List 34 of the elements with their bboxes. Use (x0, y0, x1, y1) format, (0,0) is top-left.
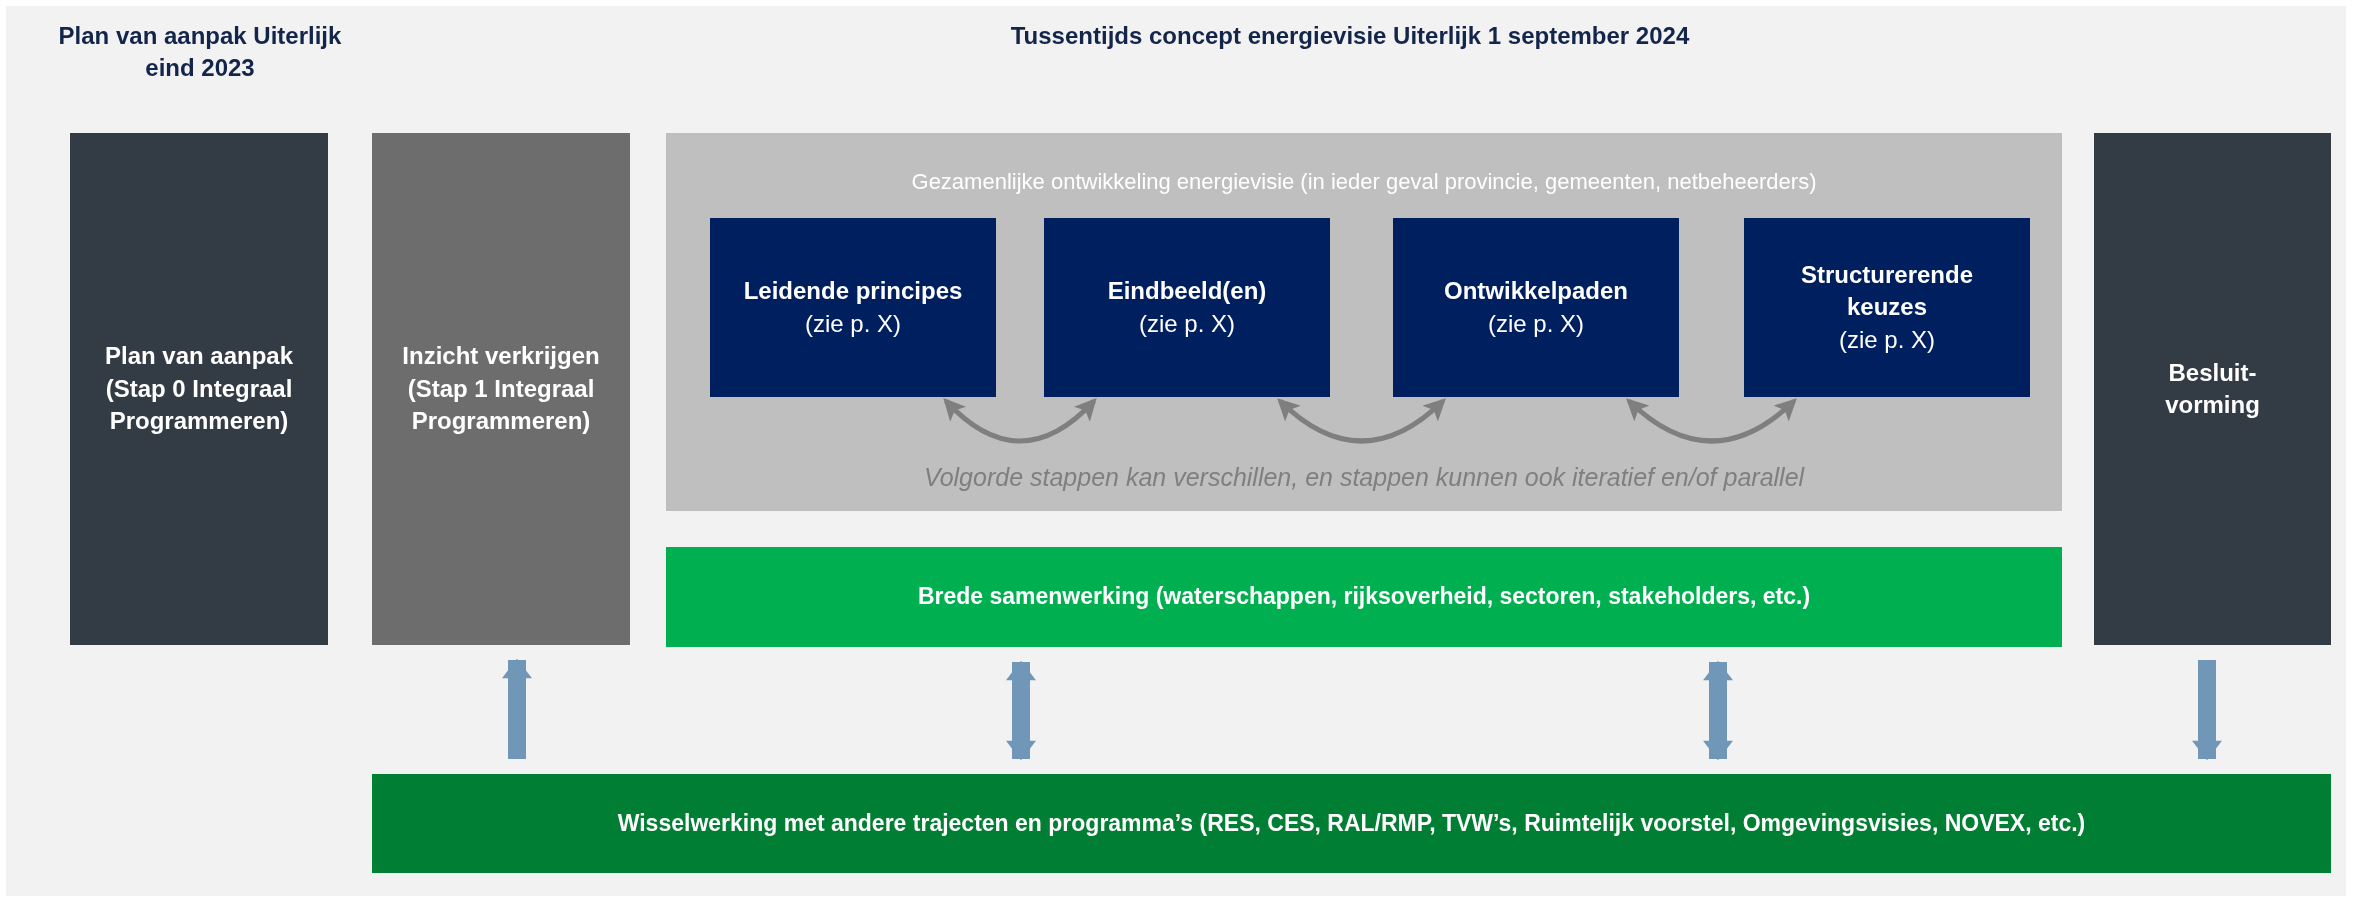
node-label: Structurerende keuzes (1799, 259, 1974, 323)
arrow (2192, 660, 2222, 761)
node-label: (zie p. X) (1839, 324, 1935, 355)
note-text: Volgorde stappen kan verschillen, en stappen kunnen ook iteratief en/of parallel (922, 463, 1806, 493)
node-label: Ontwikkelpaden (1443, 276, 1628, 307)
node-label: Eindbeeld(en) (1107, 276, 1267, 307)
process-box (70, 133, 328, 645)
node-label: Wisselwerking met andere trajecten en programma’s (RES, CES, RAL/RMP, TVW’s, Ruimtelijk voorstel, Omgevingsvisies, NOVEX, etc.) (617, 808, 2086, 838)
node-label: Leidende principes (743, 276, 963, 307)
phase-bar (666, 547, 2062, 647)
phase-bar (372, 774, 2331, 873)
node-label: Besluit-vorming (2164, 357, 2261, 420)
node-label: Brede samenwerking (waterschappen, rijksoverheid, sectoren, stakeholders, etc.) (917, 582, 1811, 612)
process-box (1393, 218, 1679, 397)
process-box (2094, 133, 2331, 645)
process-box (1044, 218, 1330, 397)
node-label: (zie p. X) (1139, 308, 1235, 339)
arrow (502, 658, 532, 759)
group-heading: Gezamenlijke ontwikkeling energievisie (in ieder geval provincie, gemeenten, netbeheerders) (910, 168, 1818, 196)
double-arrow (1006, 660, 1036, 761)
node-label: (zie p. X) (805, 308, 901, 339)
curved-double-arrow (1626, 398, 1797, 444)
process-box (1744, 218, 2030, 397)
curved-double-arrow (943, 398, 1097, 444)
node-label: (zie p. X) (1488, 308, 1584, 339)
double-arrow (1703, 660, 1733, 761)
column-heading: Plan van aanpak Uiterlijk eind 2023 (57, 21, 343, 83)
group-panel (666, 133, 2062, 511)
column-heading: Tussentijds concept energievisie Uiterlijk 1 september 2024 (1009, 21, 1691, 51)
node-label: Plan van aanpak (Stap 0 Integraal Programmeren) (103, 341, 295, 437)
process-box (372, 133, 630, 645)
curved-double-arrow (1277, 398, 1446, 444)
node-label: Inzicht verkrijgen (Stap 1 Integraal Programmeren) (401, 341, 601, 437)
process-box (710, 218, 996, 397)
